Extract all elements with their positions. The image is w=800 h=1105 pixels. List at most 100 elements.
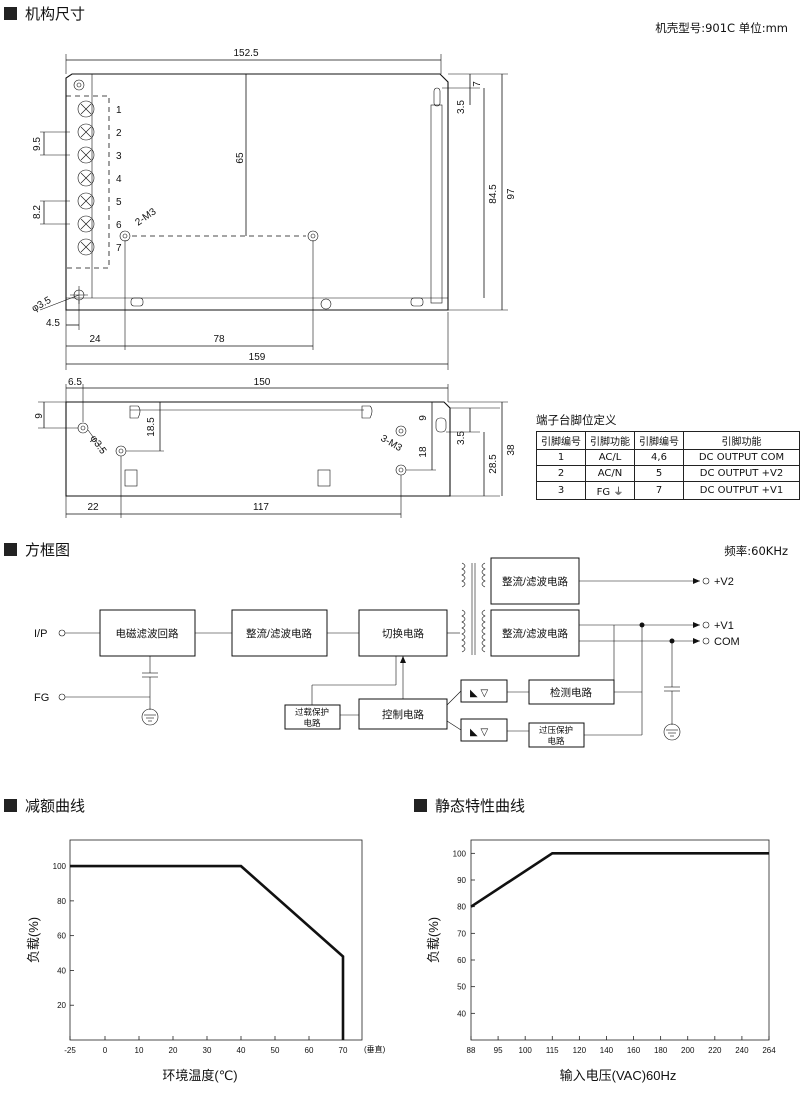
overload-protect-label: 过载保护 bbox=[295, 707, 329, 717]
bullet-square-icon bbox=[4, 798, 17, 812]
dim-label: 159 bbox=[249, 352, 266, 363]
rectifier-block bbox=[231, 609, 328, 657]
rectifier-v2-label: 整流/滤波电路 bbox=[502, 575, 568, 588]
dim-label: φ3.5 bbox=[88, 433, 109, 456]
table-header-cell: 引脚编号 bbox=[634, 431, 684, 450]
pin-table-caption: 端子台脚位定义 bbox=[536, 413, 617, 427]
y-tick-label: 50 bbox=[457, 983, 466, 992]
x-tick-label: -25 bbox=[64, 1046, 76, 1055]
table-row: 1 AC/L 4,6 DC OUTPUT COM bbox=[536, 449, 800, 466]
dim-label: 22 bbox=[87, 502, 99, 513]
x-tick-label: 0 bbox=[103, 1046, 108, 1055]
input-fg-label: FG bbox=[34, 692, 49, 704]
section-block-diagram-title: 方框图 bbox=[25, 540, 71, 559]
rectifier-v1-block bbox=[490, 609, 580, 657]
table-cell: 4,6 bbox=[634, 449, 684, 466]
overvoltage-protect-block bbox=[528, 722, 585, 748]
side-view-drawing: 6.5 150 9 18.5 φ3.5 9 18 3-M3 3.5 28.5 3… bbox=[34, 377, 517, 518]
terminal-label: 7 bbox=[116, 243, 122, 254]
dim-label: 4.5 bbox=[46, 318, 60, 329]
x-tick-label: 140 bbox=[600, 1046, 614, 1055]
y-tick-label: 40 bbox=[457, 1009, 466, 1018]
x-tick-label: 100 bbox=[519, 1046, 533, 1055]
screw-hole-icon bbox=[115, 445, 127, 457]
table-cell: 7 bbox=[634, 481, 684, 500]
output-com-label: COM bbox=[714, 636, 740, 648]
x-tick-label: 200 bbox=[681, 1046, 695, 1055]
y-axis-label: 负载(%) bbox=[426, 917, 441, 963]
bullet-square-icon bbox=[4, 542, 17, 556]
table-header-cell: 引脚功能 bbox=[683, 431, 800, 450]
table-cell: 3 bbox=[536, 481, 586, 500]
pin-table: 引脚编号 引脚功能 引脚编号 引脚功能 1 AC/L 4,6 DC OUTPUT… bbox=[536, 431, 800, 500]
x-axis-label: 输入电压(VAC)60Hz bbox=[560, 1068, 677, 1083]
screw-hole-icon bbox=[119, 230, 131, 242]
terminal-label: 6 bbox=[116, 220, 122, 231]
table-header-cell: 引脚编号 bbox=[536, 431, 586, 450]
dim-label: 24 bbox=[89, 334, 101, 345]
bullet-square-icon bbox=[414, 798, 427, 812]
x-tick-label: 240 bbox=[735, 1046, 749, 1055]
table-row: 3 FG ⏚ 7 DC OUTPUT +V1 bbox=[536, 481, 800, 500]
table-cell: DC OUTPUT +V1 bbox=[683, 481, 800, 500]
table-cell: DC OUTPUT +V2 bbox=[683, 465, 800, 482]
x-tick-label: 10 bbox=[135, 1046, 144, 1055]
control-label: 控制电路 bbox=[382, 708, 424, 721]
dim-label: 9.5 bbox=[32, 137, 43, 151]
terminal-label: 1 bbox=[116, 105, 122, 116]
y-tick-label: 90 bbox=[457, 876, 466, 885]
dim-label: 3.5 bbox=[456, 431, 467, 445]
x-tick-label: 40 bbox=[237, 1046, 246, 1055]
y-tick-label: 80 bbox=[57, 897, 66, 906]
y-axis-label: 负载(%) bbox=[26, 917, 41, 963]
terminal-label: 4 bbox=[116, 174, 122, 185]
switching-label: 切换电路 bbox=[382, 627, 424, 640]
table-header-cell: 引脚功能 bbox=[585, 431, 635, 450]
dim-label: 38 bbox=[506, 444, 517, 456]
dim-label: 18 bbox=[418, 446, 429, 458]
y-tick-label: 60 bbox=[457, 956, 466, 965]
dim-label: 3.5 bbox=[456, 100, 467, 114]
x-tick-label: 20 bbox=[169, 1046, 178, 1055]
dim-label: 9 bbox=[418, 415, 429, 421]
dim-label: 6.5 bbox=[68, 377, 82, 388]
x-tick-label: 180 bbox=[654, 1046, 668, 1055]
output-v2-label: +V2 bbox=[714, 576, 734, 588]
table-cell: 5 bbox=[634, 465, 684, 482]
rectifier-label: 整流/滤波电路 bbox=[246, 627, 312, 640]
mount-hole-icon bbox=[73, 79, 85, 91]
screw-hole-icon bbox=[307, 230, 319, 242]
screw-label: 2-M3 bbox=[133, 206, 158, 228]
dim-label: 7 bbox=[472, 81, 483, 87]
x-tick-label: 88 bbox=[467, 1046, 476, 1055]
top-outline bbox=[65, 73, 449, 311]
rectifier-v1-label: 整流/滤波电路 bbox=[502, 627, 568, 640]
plot-area bbox=[470, 839, 770, 1041]
x-tick-label: 95 bbox=[494, 1046, 503, 1055]
table-row: 2 AC/N 5 DC OUTPUT +V2 bbox=[536, 465, 800, 482]
section-derating: 减额曲线 bbox=[4, 795, 85, 815]
dim-label: 97 bbox=[506, 188, 517, 200]
y-tick-label: 60 bbox=[57, 932, 66, 941]
x-tick-label: 115 bbox=[546, 1046, 559, 1055]
dim-label: 117 bbox=[253, 502, 269, 513]
table-cell: FG ⏚ bbox=[585, 481, 635, 500]
case-note: 机壳型号:901C 单位:mm bbox=[655, 21, 788, 35]
top-view-drawing: 1 2 3 4 5 6 7 2-M3 152.5 65 9.5 8.2 7 3.… bbox=[30, 48, 517, 370]
dim-label: 65 bbox=[235, 152, 246, 164]
overvoltage-protect-label: 电路 bbox=[547, 736, 565, 746]
detection-label: 检测电路 bbox=[550, 686, 592, 699]
optocoupler-glyph: ◣ ▽ bbox=[470, 688, 488, 699]
plot-area bbox=[69, 839, 363, 1041]
x-axis-label: 环境温度(℃) bbox=[162, 1068, 237, 1083]
dim-label: φ3.5 bbox=[30, 295, 54, 315]
overload-protect-block bbox=[284, 704, 341, 730]
series-line bbox=[70, 864, 345, 1040]
dim-label: 152.5 bbox=[233, 48, 258, 59]
dim-label: 84.5 bbox=[488, 184, 499, 204]
dim-label: 8.2 bbox=[32, 205, 43, 219]
emi-filter-block bbox=[99, 609, 196, 657]
x-tick-label: 60 bbox=[305, 1046, 314, 1055]
